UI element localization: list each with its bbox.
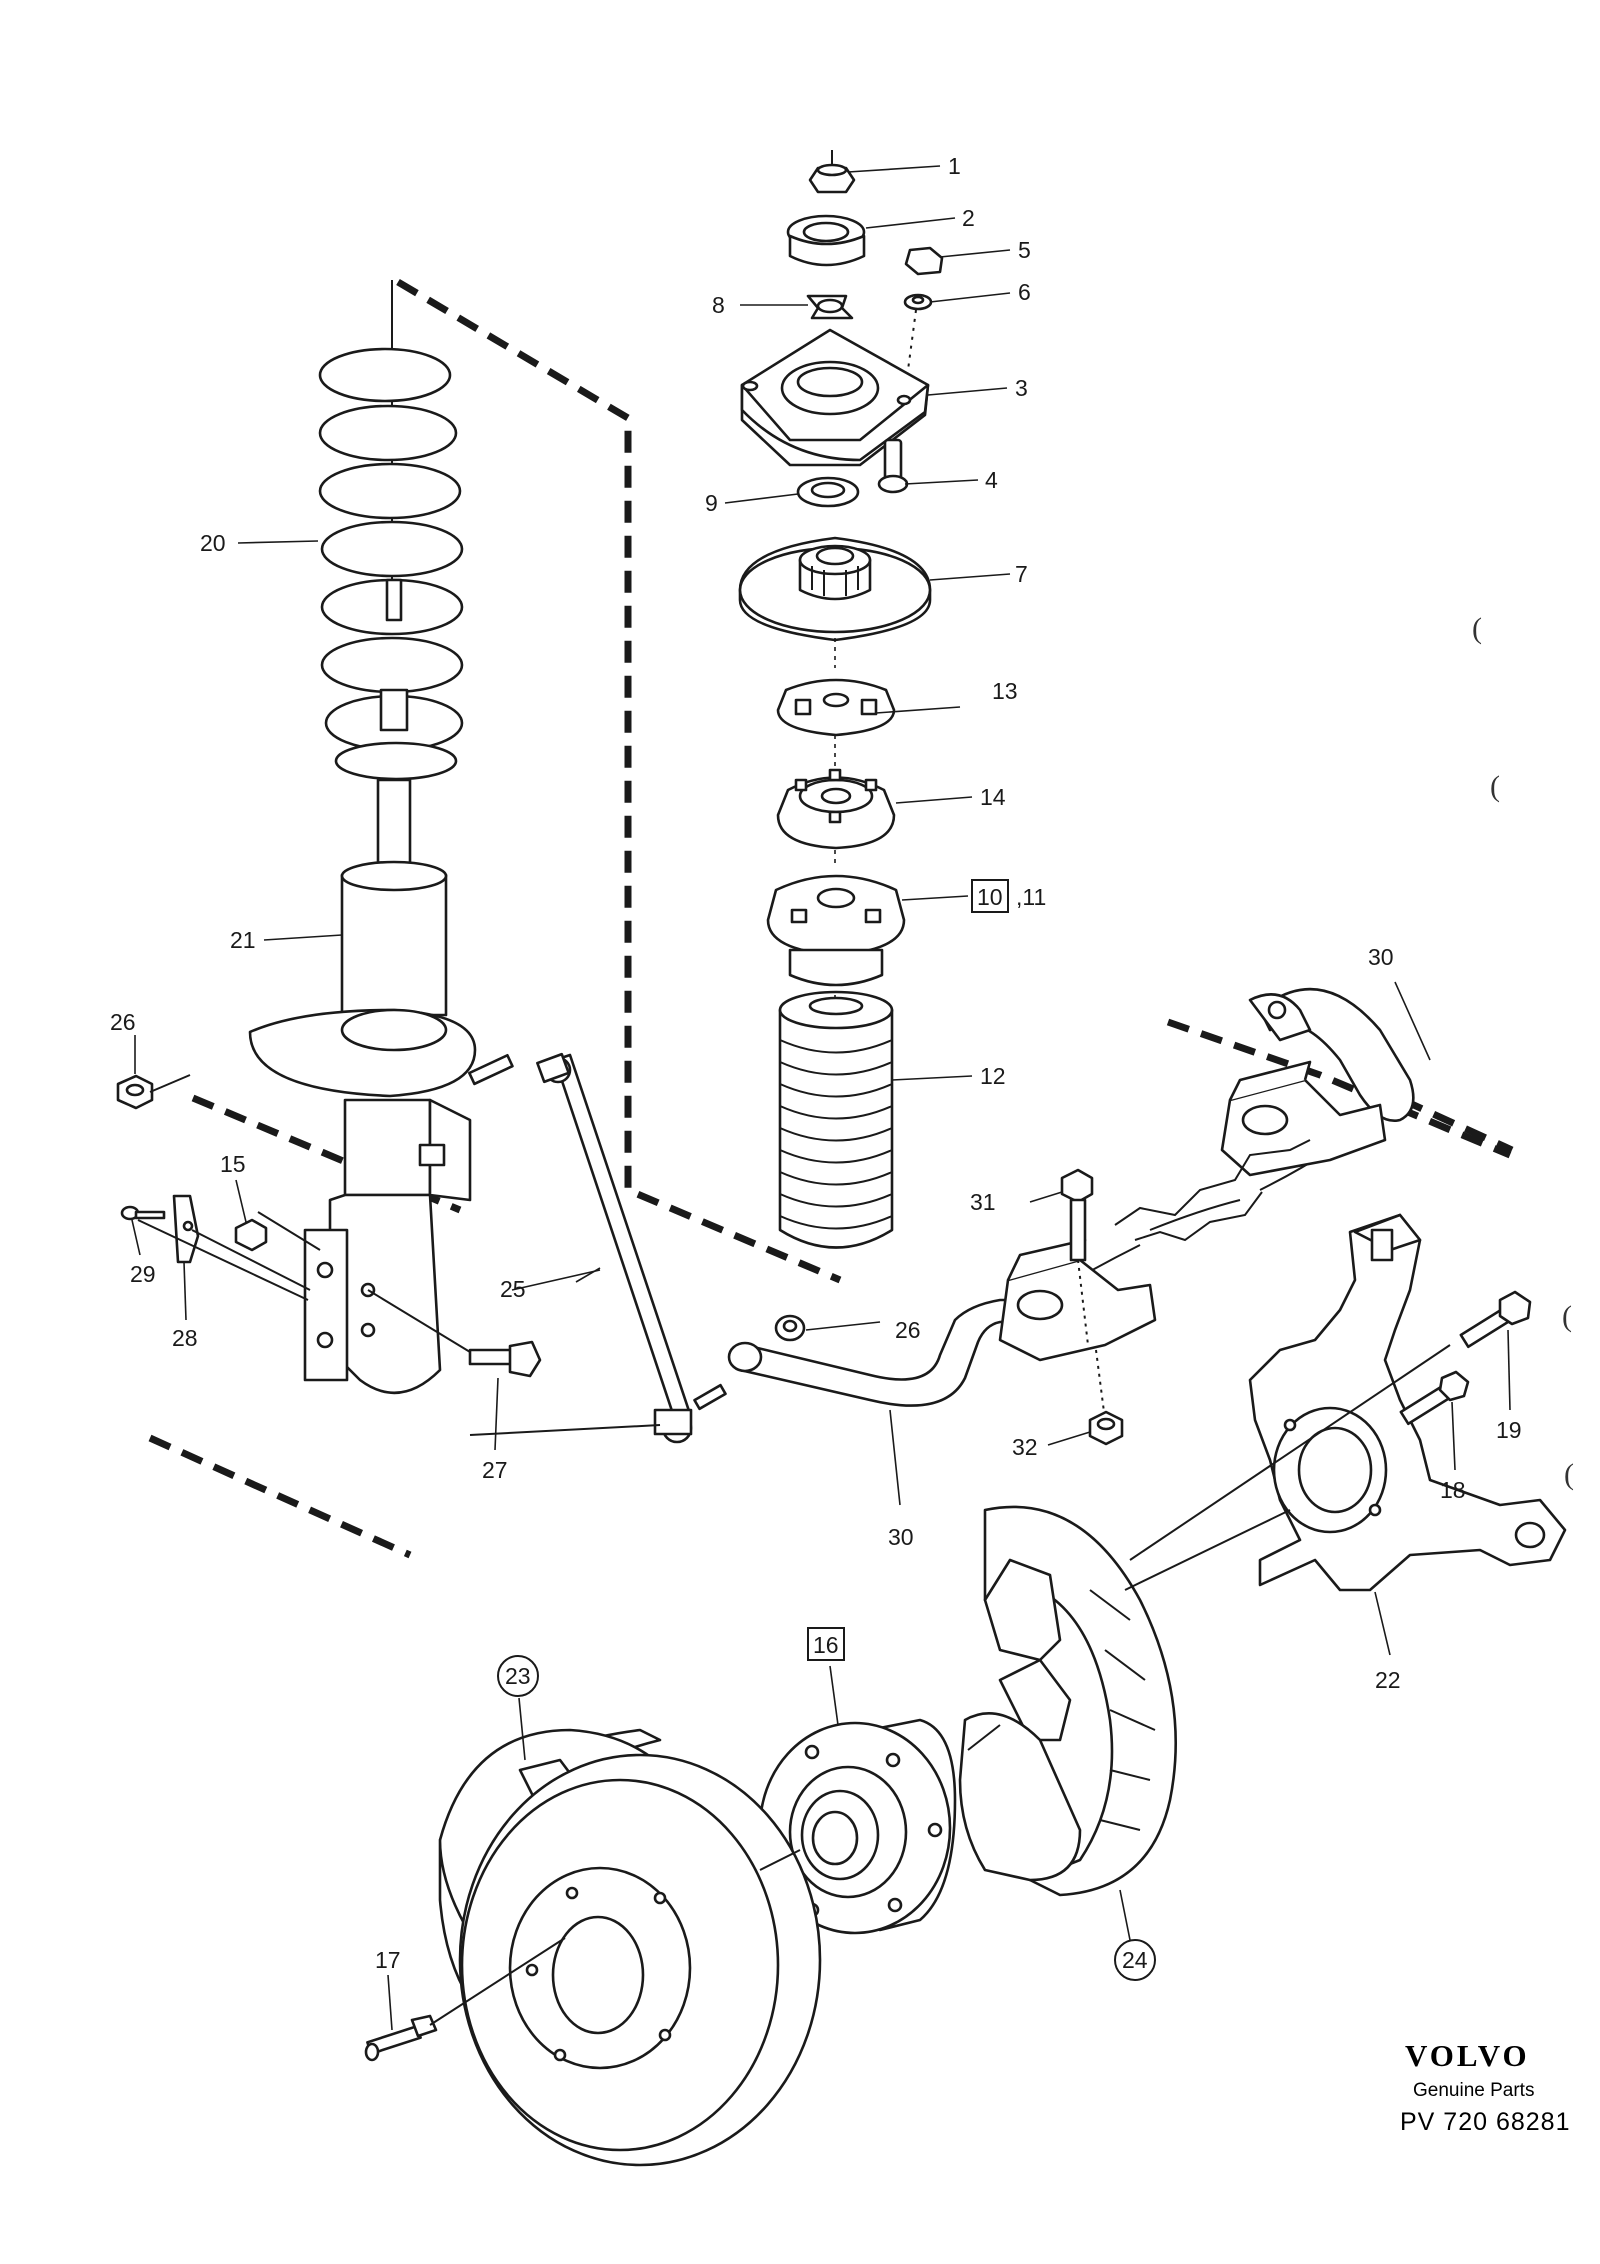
- bushing-clamp-left: [998, 1238, 1157, 1362]
- washer-part-9: [796, 476, 860, 508]
- callout-17: 17: [375, 1947, 401, 1973]
- edge-mark: (: [1564, 1458, 1574, 1491]
- edge-mark: (: [1490, 770, 1500, 803]
- callout-30b: 30: [888, 1524, 914, 1550]
- callout-30a: 30: [1368, 944, 1394, 970]
- callout-23-circle: 23: [497, 1655, 539, 1697]
- bushing-clamp-right: [1220, 1060, 1387, 1177]
- clip-chain: [1114, 1139, 1311, 1242]
- bolt-part-29: [120, 1205, 166, 1221]
- callout-15: 15: [220, 1151, 246, 1177]
- callout-25: 25: [500, 1276, 526, 1302]
- callout-16: 16: [813, 1632, 839, 1658]
- bump-stop-part-10: [766, 874, 906, 987]
- callout-11: ,11: [1016, 884, 1046, 910]
- callout-13: 13: [992, 678, 1018, 704]
- callout-4: 4: [985, 467, 998, 493]
- bracket-part-28: [172, 1194, 200, 1264]
- bellows-boot-part-12: [778, 990, 894, 1249]
- top-mount-stack: [738, 150, 944, 1249]
- callout-7: 7: [1015, 561, 1028, 587]
- callout-24-circle: 24: [1114, 1939, 1156, 1981]
- diagram-code: PV 720 68281: [1400, 2108, 1571, 2136]
- bolt-part-31: [1060, 1168, 1094, 1346]
- callout-16-box: 16: [807, 1627, 845, 1661]
- bolt-to-strut: [468, 1053, 514, 1086]
- callout-31: 31: [970, 1189, 996, 1215]
- coil-spring-part-20: [318, 280, 464, 781]
- edge-mark: (: [1472, 612, 1482, 645]
- stabilizer-bar-part-30: [727, 987, 1415, 1407]
- steering-knuckle-part-22: [1248, 1213, 1567, 1592]
- callout-8: 8: [712, 292, 725, 318]
- callout-21: 21: [230, 927, 256, 953]
- nut-part-1: [808, 150, 856, 194]
- callout-20: 20: [200, 530, 226, 556]
- callout-24: 24: [1122, 1947, 1148, 1973]
- brand-subtitle: Genuine Parts: [1413, 2080, 1535, 2101]
- leader-lines: [131, 165, 1511, 2031]
- nut-part-32: [1088, 1349, 1124, 1446]
- cap-part-13: [776, 678, 896, 737]
- volvo-logo: VOLVO: [1405, 2038, 1530, 2073]
- callout-32: 32: [1012, 1434, 1038, 1460]
- washer-part-6: [903, 293, 933, 311]
- callout-26b: 26: [895, 1317, 921, 1343]
- edge-mark: (: [1562, 1300, 1572, 1333]
- callout-29: 29: [130, 1261, 156, 1287]
- callout-12: 12: [980, 1063, 1006, 1089]
- callout-14: 14: [980, 784, 1006, 810]
- splash-shield-part-24: [958, 1505, 1291, 1897]
- callout-6: 6: [1018, 279, 1031, 305]
- nut-part-26b: [774, 1314, 806, 1342]
- callout-19: 19: [1496, 1417, 1522, 1443]
- assembly-dashed-outlines: [148, 278, 1514, 1559]
- bolt-part-4: [877, 438, 909, 494]
- callout-28: 28: [172, 1325, 198, 1351]
- callout-27: 27: [482, 1457, 508, 1483]
- callout-9: 9: [705, 490, 718, 516]
- strut-part-21: [248, 778, 477, 1395]
- mount-plate-part-3: [740, 328, 930, 467]
- callout-26a: 26: [110, 1009, 136, 1035]
- callout-18: 18: [1440, 1477, 1466, 1503]
- callout-labels: 1 2 3 4 5 6 7 8 9 10 ,11 12 13 14 15 16 …: [110, 153, 1522, 1981]
- spring-seat-part-7: [738, 536, 932, 642]
- nut-part-15: [234, 1218, 268, 1252]
- stud-part-17: [364, 1937, 566, 2062]
- callout-5: 5: [1018, 237, 1031, 263]
- rubber-seat-part-14: [776, 768, 896, 850]
- link-rod-part-25: [469, 1052, 727, 1444]
- callout-23: 23: [505, 1663, 531, 1689]
- ring-part-2: [786, 214, 866, 267]
- nut-part-5: [904, 246, 944, 276]
- bolt-part-19: [1129, 1290, 1532, 1561]
- callout-10-box: 10: [971, 879, 1009, 913]
- small-hardware-left: [116, 1053, 542, 1378]
- callout-3: 3: [1015, 375, 1028, 401]
- bellows-ridges: [779, 1039, 893, 1230]
- washer-part-8: [806, 294, 854, 320]
- callout-10: 10: [977, 884, 1003, 910]
- callout-1: 1: [948, 153, 961, 179]
- brake-disc-part-23: [438, 1728, 822, 2167]
- nut-part-26a: [116, 1074, 154, 1110]
- bolt-part-27: [468, 1340, 542, 1378]
- callout-22: 22: [1375, 1667, 1401, 1693]
- hub-part-16: [758, 1718, 1001, 1935]
- callout-2: 2: [962, 205, 975, 231]
- bolt-part-18: [1399, 1370, 1470, 1426]
